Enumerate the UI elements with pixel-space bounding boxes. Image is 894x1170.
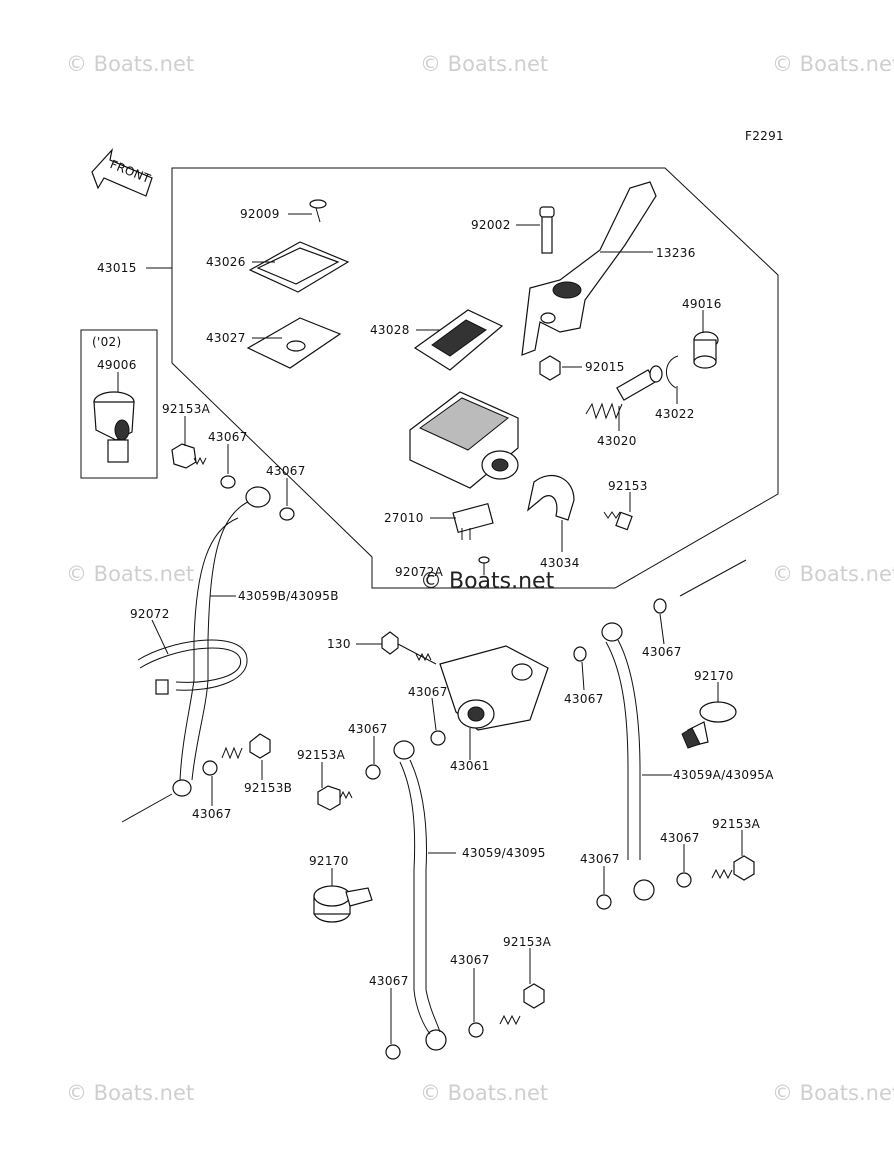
bolt-92153-icon [603,511,633,531]
washer-c-icon [202,760,218,776]
washer-e-icon [365,764,381,780]
variant-note: ('02) [92,335,121,349]
watermark-bottom-left: © Boats.net [66,1081,194,1105]
label-130: 130 [327,637,351,651]
assembly-outline [171,167,779,589]
watermark-bottom-center: © Boats.net [420,1081,548,1105]
watermark-mid-right: © Boats.net [772,562,894,586]
label-43026: 43026 [206,255,246,269]
watermark-bottom-right: © Boats.net [772,1081,894,1105]
washer-b-icon [279,507,295,521]
brake-switch-icon [452,502,494,540]
label-43067-j: 43067 [369,974,409,988]
hose-right-icon [601,559,747,901]
hose-clamp-right-icon [681,701,737,749]
variant-box [80,329,158,479]
washer-g-icon [573,646,587,662]
label-43067-c: 43067 [192,807,232,821]
watermark-mid-left: © Boats.net [66,562,194,586]
label-43059b-43095b: 43059B/43095B [238,589,339,603]
label-43067-a: 43067 [208,430,248,444]
watermarks: © Boats.net © Boats.net © Boats.net © Bo… [66,52,894,1105]
label-13236: 13236 [656,246,696,260]
watermark-center: © Boats.net [420,569,555,594]
label-92153a-bottom: 92153A [503,935,552,949]
label-43020: 43020 [597,434,637,448]
hose-band-icon [137,639,248,695]
piston-kit-icon [585,365,663,420]
label-43059-43095: 43059/43095 [462,846,546,860]
banjo-bolt-mid-icon [317,785,353,811]
part-labels: 92009 43026 43015 43027 43028 92002 1323… [97,207,774,988]
label-43067-f: 43067 [642,645,682,659]
label-49016: 49016 [682,297,722,311]
washer-i-icon [676,872,692,888]
banjo-bolt-bottom-icon [499,983,545,1026]
label-92015: 92015 [585,360,625,374]
label-92072: 92072 [130,607,170,621]
hose-clamp-left-icon [313,885,373,923]
variant-boot-icon [93,391,135,463]
label-43028: 43028 [370,323,410,337]
label-43015: 43015 [97,261,137,275]
label-43067-g: 43067 [564,692,604,706]
label-43067-b: 43067 [266,464,306,478]
watermark-top-left: © Boats.net [66,52,194,76]
label-43067-d: 43067 [408,685,448,699]
label-49006: 49006 [97,358,137,372]
label-92170-left: 92170 [309,854,349,868]
washer-h-icon [596,894,612,910]
label-43059a-43095a: 43059A/43095A [673,768,774,782]
washer-f-icon [653,598,667,614]
label-92153a-mid: 92153A [297,748,346,762]
label-43067-h: 43067 [660,831,700,845]
figure-code: F2291 [745,129,784,143]
lower-cylinder-icon [439,645,549,731]
watermark-top-center: © Boats.net [420,52,548,76]
clamp-icon [527,474,575,521]
washer-j-icon [385,1044,401,1060]
hose-middle-icon [393,740,447,1051]
label-92153a-left: 92153A [162,402,211,416]
label-27010: 27010 [384,511,424,525]
front-arrow-icon: FRONT [91,147,153,197]
label-43067-i: 43067 [580,852,620,866]
brake-lever-icon [521,181,657,356]
label-92153b: 92153B [244,781,292,795]
pivot-bolt-icon [539,206,555,254]
leader-lines [117,213,743,1044]
screw-92072a-icon [478,556,490,575]
banjo-bolt-left-icon [171,443,207,469]
hose-left-icon [121,486,271,823]
watermark-top-right: © Boats.net [772,52,894,76]
banjo-bolt-right-icon [711,855,755,881]
label-43061: 43061 [450,759,490,773]
bolt-92153b-icon [221,733,271,760]
label-43034: 43034 [540,556,580,570]
label-43067-e: 43067 [348,722,388,736]
circlip-icon [666,355,679,389]
label-92153a-right: 92153A [712,817,761,831]
washer-a-icon [220,475,236,489]
screw-92009-icon [309,199,327,223]
label-92170-right: 92170 [694,669,734,683]
dust-boot-icon [693,331,719,369]
label-43022: 43022 [655,407,695,421]
label-43067-k: 43067 [450,953,490,967]
washer-d-icon [430,730,446,746]
master-cylinder-body-icon [409,391,519,489]
bolt-130-icon [381,631,437,665]
label-92072a: 92072A [395,565,444,579]
label-92002: 92002 [471,218,511,232]
label-92009: 92009 [240,207,280,221]
label-43027: 43027 [206,331,246,345]
label-92153: 92153 [608,479,648,493]
washer-k-icon [468,1022,484,1038]
nut-92015-icon [539,355,561,381]
